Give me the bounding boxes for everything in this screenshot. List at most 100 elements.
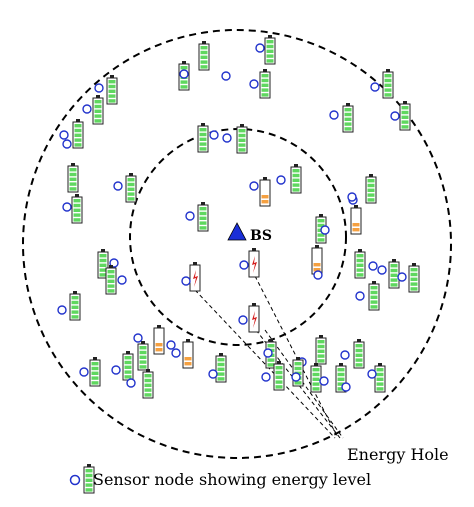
battery-level-icon [342,103,354,133]
battery-level-icon [382,69,394,99]
sensor-node-circle-icon [368,261,378,271]
legend: Sensor node showing energy level [69,464,371,494]
sensor-nodes [57,35,420,399]
battery-level-icon [273,361,285,391]
battery-level-icon [142,369,154,399]
battery-level-icon [335,363,347,393]
battery-level-icon [353,339,365,369]
battery-level-icon [122,351,134,381]
sensor-node-circle-icon [113,181,123,191]
sensor-node-circle-icon [255,43,265,53]
sensor-node-circle-icon [111,365,121,375]
sensor-node-circle-icon [239,260,249,270]
sensor-node-circle-icon [221,71,231,81]
sensor-node-circle-icon [62,202,72,212]
battery-level-icon [67,163,79,193]
sensor-node-circle-icon [79,367,89,377]
sensor-node-circle-icon [377,265,387,275]
sensor-node-circle-icon [238,315,248,325]
outer-ring [22,29,452,459]
sensor-node-circle-icon [263,348,273,358]
battery-level-icon [388,259,400,289]
battery-level-icon [89,357,101,387]
battery-level-icon [105,265,117,295]
energy-hole-label: Energy Hole [347,445,449,464]
base-station-triangle-icon [227,222,247,241]
sensor-node-circle-icon [355,291,365,301]
sensor-node-circle-icon [133,333,143,343]
depleted-battery-bolt-icon [248,248,260,278]
legend-label: Sensor node showing energy level [93,470,371,489]
sensor-node-circle-icon [367,369,377,379]
battery-level-icon [408,263,420,293]
sensor-node-circle-icon [209,130,219,140]
sensor-node-circle-icon [57,305,67,315]
legend-battery-level-icon [83,464,95,494]
sensor-node-circle-icon [329,110,339,120]
sensor-node-circle-icon [341,382,351,392]
sensor-node-circle-icon [126,378,136,388]
depleted-battery-bolt-icon [189,262,201,292]
legend-node-circle-icon [69,474,81,486]
sensor-node-circle-icon [94,83,104,93]
battery-level-icon [125,173,137,203]
battery-level-icon [311,245,323,275]
battery-level-icon [354,249,366,279]
sensor-node-circle-icon [222,133,232,143]
sensor-node-circle-icon [320,225,330,235]
battery-level-icon [259,69,271,99]
sensor-node-circle-icon [181,276,191,286]
sensor-node-circle-icon [319,376,329,386]
battery-level-icon [97,249,109,279]
battery-level-icon [197,202,209,232]
battery-level-icon [137,341,149,371]
battery-level-icon [71,194,83,224]
battery-level-icon [197,123,209,153]
sensor-node-circle-icon [166,340,176,350]
battery-level-icon [182,339,194,369]
sensor-node-circle-icon [117,275,127,285]
battery-level-icon [72,119,84,149]
sensor-node-circle-icon [261,372,271,382]
battery-level-icon [215,353,227,383]
sensor-node-circle-icon [171,348,181,358]
battery-level-icon [69,291,81,321]
battery-level-icon [292,357,304,387]
battery-level-icon [315,335,327,365]
sensor-node-circle-icon [397,272,407,282]
battery-level-icon [368,281,380,311]
sensor-node-circle-icon [208,369,218,379]
sensor-node-circle-icon [179,69,189,79]
battery-level-icon [236,124,248,154]
sensor-node-circle-icon [82,104,92,114]
base-station-label: BS [250,228,272,244]
sensor-node-circle-icon [340,350,350,360]
battery-level-icon [374,363,386,393]
sensor-node-circle-icon [249,181,259,191]
battery-level-icon [310,363,322,393]
sensor-node-circle-icon [390,111,400,121]
battery-level-icon [92,95,104,125]
battery-level-icon [198,41,210,71]
battery-level-icon [264,35,276,65]
sensor-node-circle-icon [62,139,72,149]
sensor-node-circle-icon [347,192,357,202]
sensor-node-circle-icon [185,211,195,221]
sensor-node-circle-icon [370,82,380,92]
battery-level-icon [290,164,302,194]
battery-level-icon [259,177,271,207]
sensor-node-circle-icon [313,270,323,280]
depleted-battery-bolt-icon [248,303,260,333]
sensor-node-circle-icon [291,372,301,382]
sensor-node-circle-icon [249,79,259,89]
sensor-node-circle-icon [276,175,286,185]
battery-level-icon [350,205,362,235]
legend-battery-icon [83,464,95,494]
sensor-node-circle-icon [59,130,69,140]
battery-level-icon [106,75,118,105]
battery-level-icon [399,101,411,131]
battery-level-icon [365,174,377,204]
battery-level-icon [153,325,165,355]
